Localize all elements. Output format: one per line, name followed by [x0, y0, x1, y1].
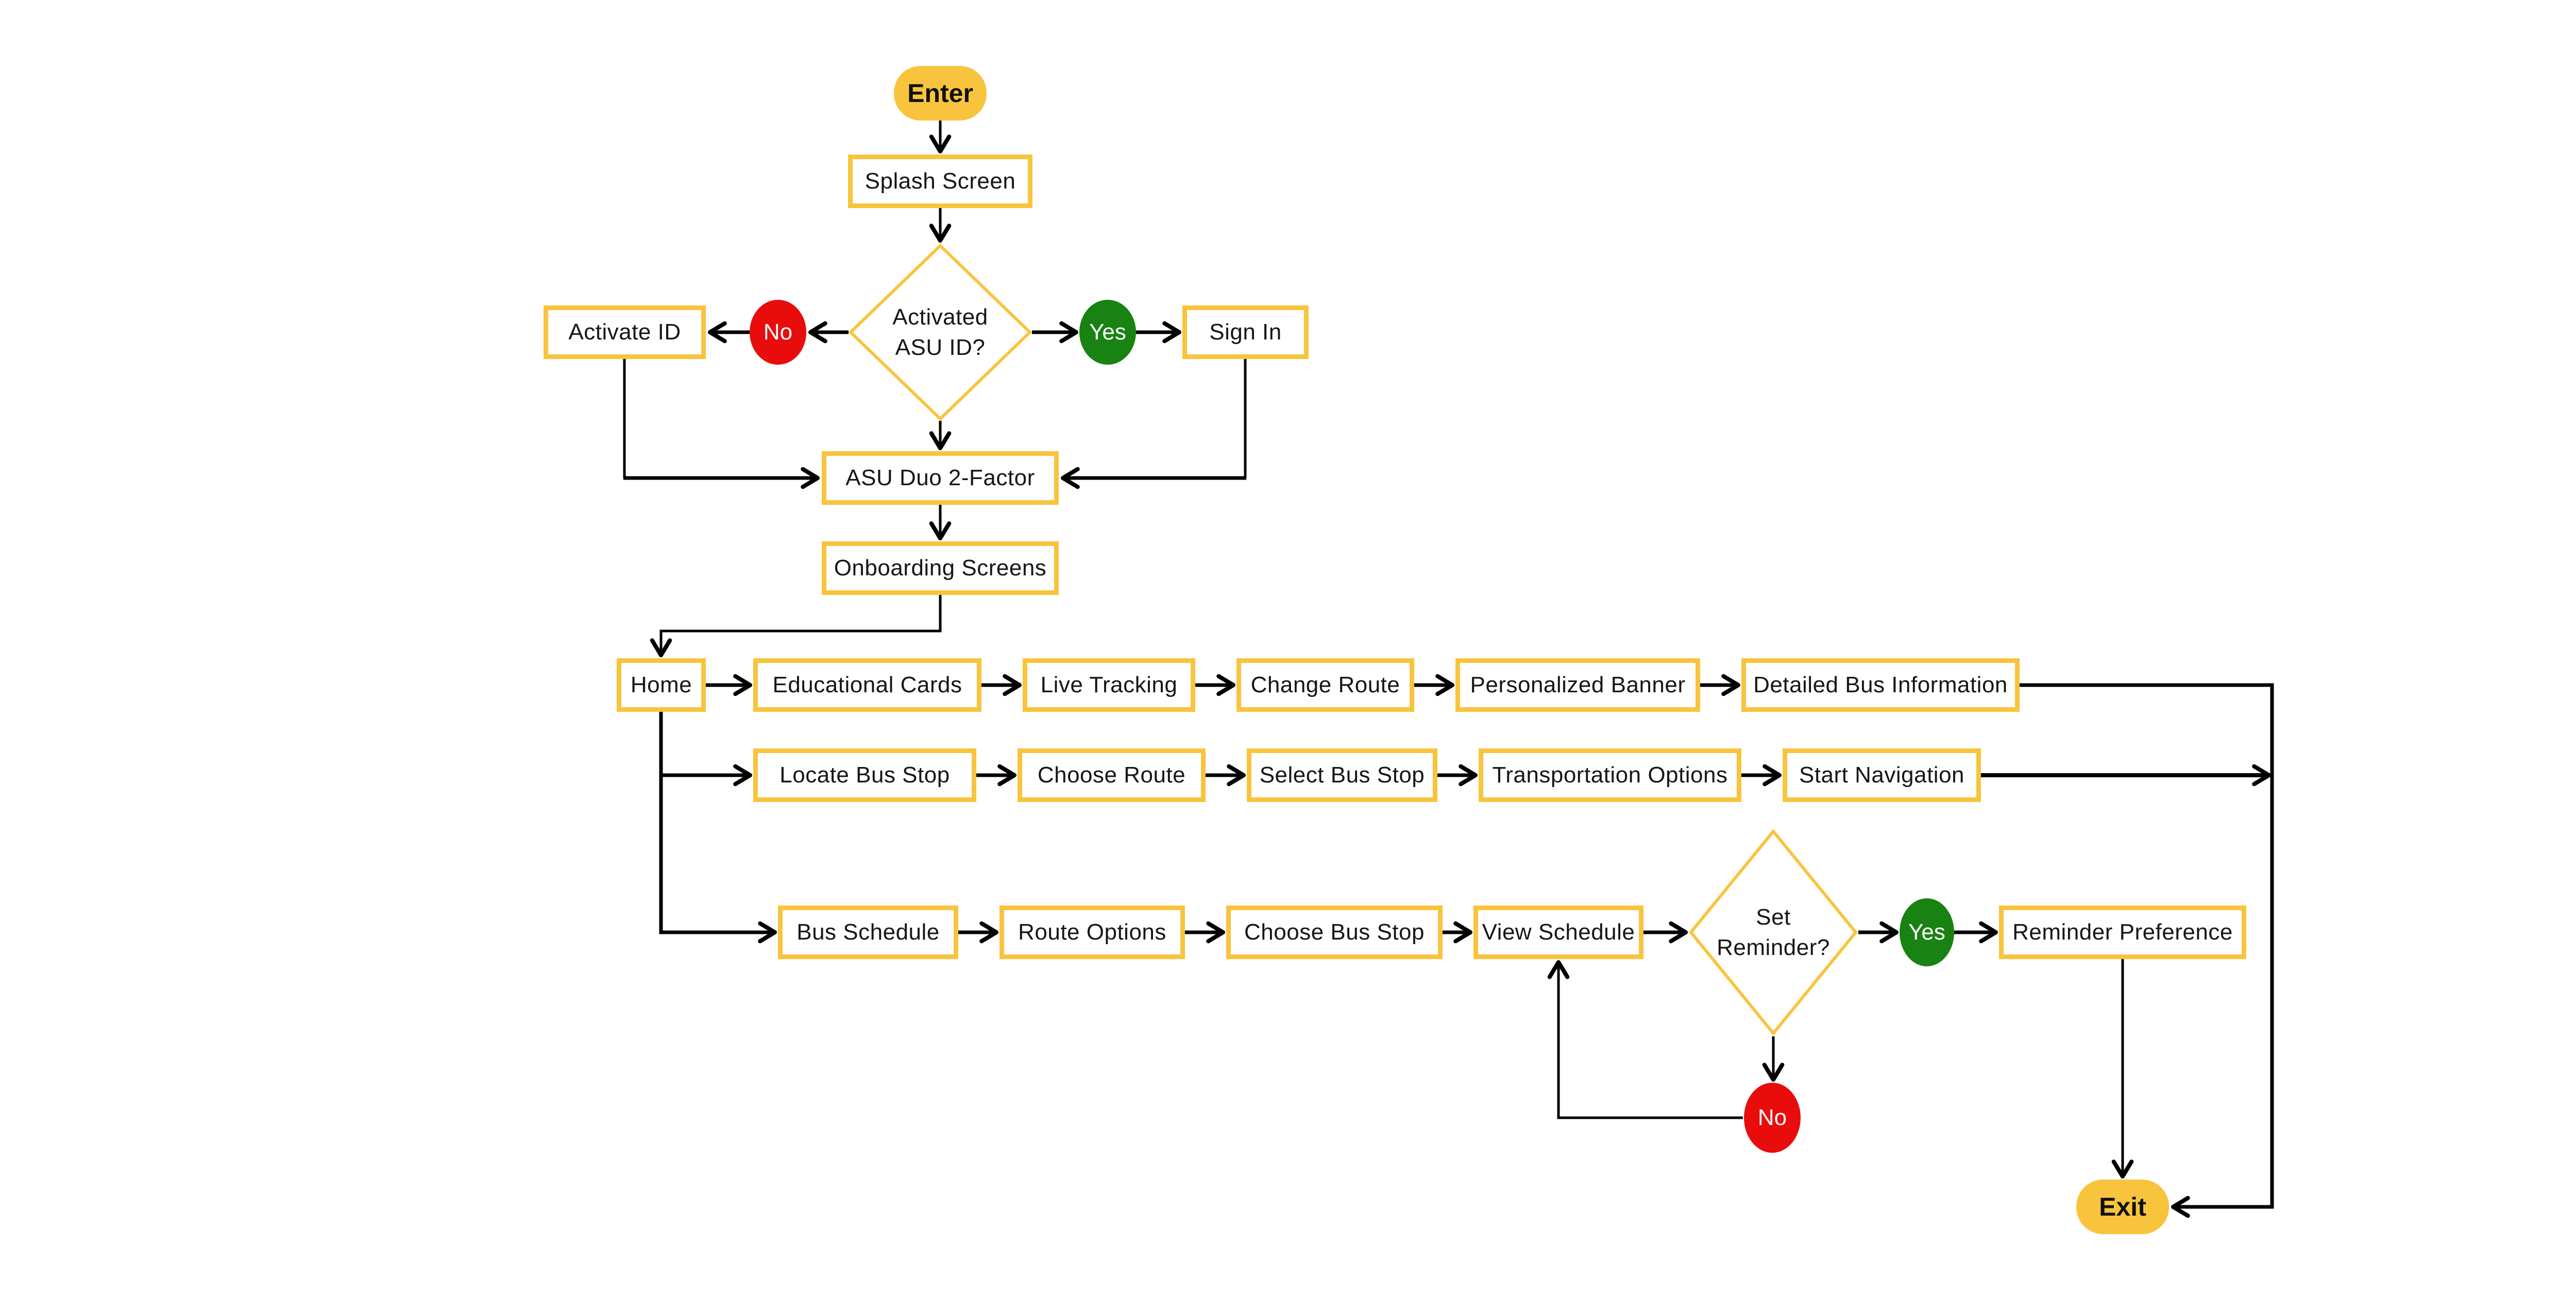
node-locate-bus-stop[interactable]: Locate Bus Stop — [753, 748, 976, 802]
node-start-navigation-label: Start Navigation — [1799, 762, 1965, 788]
node-route-options-label: Route Options — [1018, 919, 1166, 945]
node-detailed-bus-information-label: Detailed Bus Information — [1753, 672, 2008, 697]
node-splash-screen[interactable]: Splash Screen — [848, 155, 1032, 208]
branch-no-set-reminder[interactable]: No — [1744, 1083, 1801, 1153]
node-select-bus-stop-label: Select Bus Stop — [1259, 762, 1425, 788]
decision-set-reminder-label: Set Reminder? — [1717, 904, 1830, 960]
node-decision-set-reminder[interactable]: Set Reminder? — [1689, 829, 1858, 1035]
node-sign-in-label: Sign In — [1209, 319, 1282, 345]
node-transportation-options[interactable]: Transportation Options — [1479, 748, 1741, 802]
node-transportation-options-label: Transportation Options — [1492, 762, 1728, 788]
node-reminder-preference-label: Reminder Preference — [2012, 919, 2233, 945]
node-asu-duo-2-factor[interactable]: ASU Duo 2-Factor — [822, 451, 1059, 505]
node-splash-screen-label: Splash Screen — [865, 168, 1016, 194]
node-detailed-bus-information[interactable]: Detailed Bus Information — [1741, 658, 2020, 712]
node-change-route-label: Change Route — [1250, 672, 1400, 697]
node-activate-id-label: Activate ID — [568, 319, 681, 345]
node-select-bus-stop[interactable]: Select Bus Stop — [1247, 748, 1437, 802]
node-bus-schedule-label: Bus Schedule — [796, 919, 940, 945]
node-live-tracking[interactable]: Live Tracking — [1023, 658, 1195, 712]
node-enter[interactable]: Enter — [894, 66, 987, 121]
node-personalized-banner-label: Personalized Banner — [1470, 672, 1686, 697]
node-onboarding-screens-label: Onboarding Screens — [834, 555, 1047, 581]
node-bus-schedule[interactable]: Bus Schedule — [778, 906, 958, 959]
node-home[interactable]: Home — [617, 658, 706, 712]
node-choose-bus-stop-label: Choose Bus Stop — [1244, 919, 1425, 945]
node-sign-in[interactable]: Sign In — [1182, 305, 1309, 359]
edge-onboarding-home — [650, 595, 942, 658]
node-home-label: Home — [630, 672, 692, 697]
node-view-schedule-label: View Schedule — [1482, 919, 1635, 945]
branch-yes-label: Yes — [1089, 319, 1126, 345]
node-choose-route-label: Choose Route — [1037, 762, 1186, 788]
branch-no-label: No — [1757, 1105, 1787, 1130]
node-decision-activated-asu-id[interactable]: Activated ASU ID? — [849, 244, 1032, 421]
node-choose-bus-stop[interactable]: Choose Bus Stop — [1226, 906, 1443, 959]
edge-detailed-bus-exit — [2020, 683, 2274, 1218]
node-activate-id[interactable]: Activate ID — [544, 305, 706, 359]
branch-no-activated-asu-id[interactable]: No — [750, 300, 806, 365]
node-route-options[interactable]: Route Options — [999, 906, 1185, 959]
node-locate-bus-stop-label: Locate Bus Stop — [779, 762, 950, 788]
edge-no-loop-view-schedule — [1547, 960, 1743, 1119]
edge-home-branch-row2 — [659, 712, 753, 787]
node-educational-cards-label: Educational Cards — [772, 672, 962, 697]
branch-yes-activated-asu-id[interactable]: Yes — [1079, 300, 1136, 365]
node-reminder-preference[interactable]: Reminder Preference — [1999, 906, 2246, 959]
branch-yes-label: Yes — [1908, 919, 1945, 945]
diamond-shape — [849, 244, 1032, 421]
branch-no-label: No — [763, 319, 793, 345]
node-live-tracking-label: Live Tracking — [1040, 672, 1178, 697]
diamond-shape — [1689, 829, 1858, 1035]
node-educational-cards[interactable]: Educational Cards — [753, 658, 981, 712]
node-change-route[interactable]: Change Route — [1236, 658, 1414, 712]
edge-home-branch-row3 — [659, 775, 777, 944]
node-exit-label: Exit — [2099, 1192, 2146, 1221]
node-view-schedule[interactable]: View Schedule — [1473, 906, 1643, 959]
branch-yes-set-reminder[interactable]: Yes — [1900, 898, 1954, 966]
node-personalized-banner[interactable]: Personalized Banner — [1455, 658, 1700, 712]
node-start-navigation[interactable]: Start Navigation — [1783, 748, 1981, 802]
node-exit[interactable]: Exit — [2076, 1180, 2169, 1234]
node-choose-route[interactable]: Choose Route — [1018, 748, 1206, 802]
node-enter-label: Enter — [907, 79, 973, 108]
decision-activated-asu-id-label: Activated ASU ID? — [892, 304, 988, 360]
node-onboarding-screens[interactable]: Onboarding Screens — [822, 541, 1059, 595]
node-asu-duo-2-factor-label: ASU Duo 2-Factor — [845, 465, 1035, 490]
